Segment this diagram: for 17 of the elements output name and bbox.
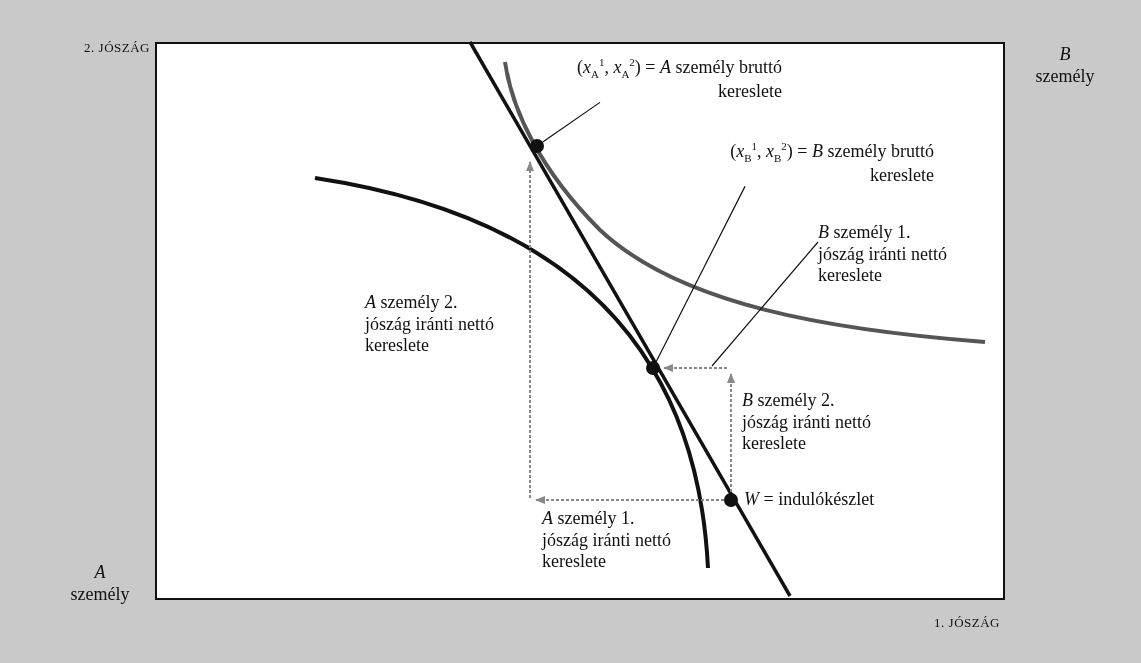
person-label: B személy	[1034, 44, 1096, 88]
leader-line	[542, 101, 601, 143]
axis-label: 2. JÓSZÁG	[83, 40, 150, 56]
leader-line	[711, 241, 819, 367]
gross-demand-label: (x$_{B}$$^{1}$, x$_{B}$$^{2}$) = B személy bruttó kereslete	[710, 140, 934, 187]
demand-point	[646, 361, 660, 375]
net-demand-label: A személy 2. jószág iránti nettó kereslete	[365, 292, 495, 357]
person-label: A személy	[69, 562, 131, 606]
net-demand-label: B személy 1. jószág iránti nettó kereslete	[818, 222, 948, 287]
axis-label: 1. JÓSZÁG	[933, 615, 1000, 631]
net-demand-label: B személy 2. jószág iránti nettó kereslete	[742, 390, 872, 455]
demand-point	[530, 139, 544, 153]
net-demand-label: A személy 1. jószág iránti nettó kereslete	[542, 508, 672, 573]
endowment-point	[724, 493, 738, 507]
gross-demand-label: (x$_{A}$$^{1}$, x$_{A}$$^{2}$) = A személy bruttó kereslete	[560, 56, 782, 103]
endowment-label: W = indulókészlet	[744, 489, 875, 511]
leader-line	[655, 185, 746, 363]
